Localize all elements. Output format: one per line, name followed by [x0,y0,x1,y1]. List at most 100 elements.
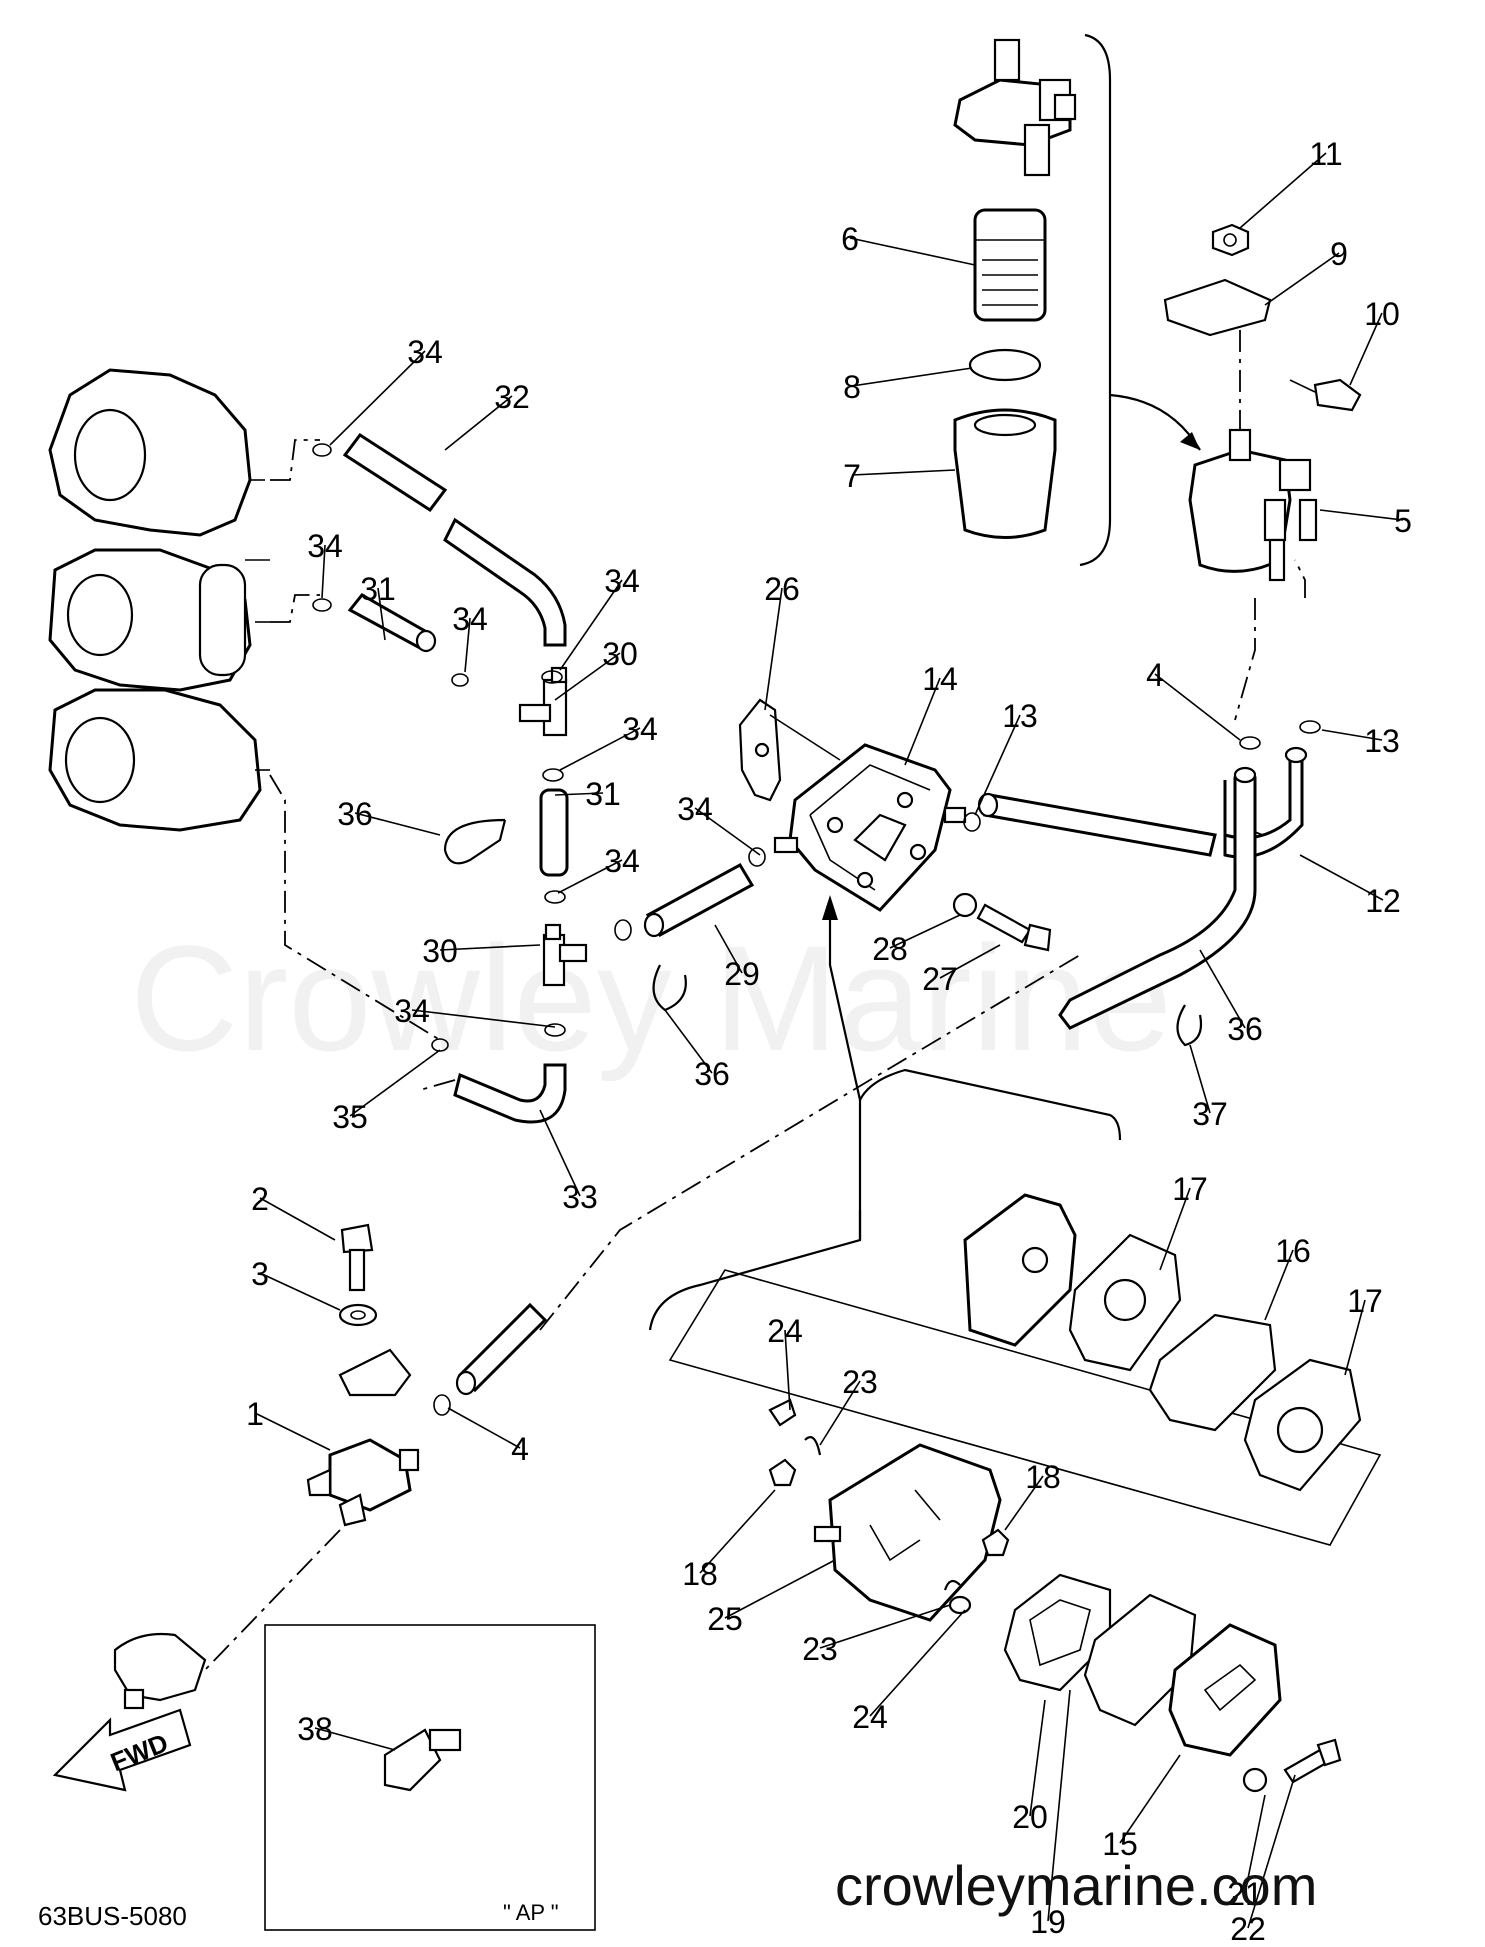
hose-clamps-34 [312,443,766,1052]
callout-10: 10 [1364,296,1400,332]
callout-25: 25 [707,1601,743,1637]
callout-17: 17 [1172,1171,1208,1207]
bolt-27 [976,903,1052,952]
clamp-38 [338,1348,412,1397]
callout-36: 36 [337,796,373,832]
callout-9: 9 [1330,236,1348,272]
callout-leader-18 [1004,1475,1044,1531]
callout-31: 31 [585,776,621,812]
callout-leader-6 [849,237,976,266]
callout-leader-34 [329,350,426,446]
callout-34: 34 [604,563,640,599]
assembly-leader-lines [204,330,1306,1671]
filter-cup-7 [953,408,1057,539]
gasket-17-upper [1068,1233,1182,1372]
callout-leader-34 [557,859,623,894]
callout-leader-25 [724,1559,836,1619]
callout-5: 5 [1394,503,1412,539]
callout-27: 27 [922,961,958,997]
carburetor-assembly [48,368,270,832]
callout-31: 31 [360,571,396,607]
callout-34: 34 [677,791,713,827]
callout-19: 19 [1030,1904,1066,1940]
callout-32: 32 [494,379,530,415]
hose-31-upper [347,593,437,653]
callout-33: 33 [562,1179,598,1215]
callout-leader-31 [377,587,386,641]
callout-leader-23 [819,1380,861,1446]
callout-13: 13 [1002,698,1038,734]
hose-31-lower [539,788,569,877]
callout-7: 7 [843,458,861,494]
filter-bracket-brace [1079,33,1201,567]
callout-20: 20 [1012,1799,1048,1835]
callout-21: 21 [1227,1876,1263,1912]
fuel-filter-assembly-5 [1188,428,1318,582]
callout-34: 34 [394,993,430,1029]
callout-leader-12 [1299,854,1384,901]
hose-35 [1058,766,1257,1030]
callout-4: 4 [511,1431,529,1467]
clamps-4-13-filter [1239,720,1321,750]
nut-11 [1211,223,1250,257]
callout-leader-37 [1189,1044,1211,1114]
callout-18: 18 [682,1556,718,1592]
callout-leader-24 [869,1609,966,1717]
callout-leader-32 [444,395,513,451]
callout-leader-15 [1119,1754,1181,1844]
pump-cover-top [963,1193,1077,1347]
callout-18: 18 [1025,1459,1061,1495]
callout-leader-4 [1154,673,1241,741]
callout-23: 23 [842,1364,878,1400]
callout-34: 34 [604,843,640,879]
filter-element-6 [973,208,1047,322]
callout-leader-17 [1344,1299,1366,1376]
callout-leader-16 [1264,1249,1294,1321]
callout-26: 26 [764,571,800,607]
callout-leader-34 [411,1009,556,1028]
bolt-10 [1289,378,1362,412]
tee-fitting-30-lower [542,923,588,987]
callout-leader-23 [819,1604,951,1649]
hose-29 [643,862,755,938]
hose-inlet [455,1302,548,1396]
callout-11: 11 [1309,136,1342,172]
callout-38: 38 [297,1711,333,1747]
callout-34: 34 [307,528,343,564]
callout-29: 29 [724,956,760,992]
callout-leader-7 [851,469,956,476]
callout-leader-3 [259,1272,341,1311]
callout-leader-34 [694,807,761,856]
callout-leader-19 [1047,1689,1071,1922]
callout-leader-5 [1319,509,1404,521]
callout-leader-35 [349,1049,441,1117]
callout-leader-31 [554,792,604,796]
callout-leader-34 [559,727,641,771]
callout-36: 36 [694,1056,730,1092]
callout-leader-34 [321,544,326,599]
ap-label: " AP " [503,1900,559,1925]
callout-leader-36 [1199,949,1246,1029]
callout-leader-10 [1349,312,1383,386]
callout-leader-30 [439,944,541,951]
callout-1: 1 [246,1396,264,1432]
callout-34: 34 [622,711,658,747]
callout-leader-28 [889,914,961,949]
gasket-20 [1003,1573,1112,1692]
callout-15: 15 [1102,1826,1138,1862]
callout-leader-1 [254,1412,331,1451]
callout-leader-38 [314,1727,396,1751]
callout-35: 35 [332,1099,368,1135]
callout-24: 24 [852,1699,888,1735]
washer-28 [952,892,978,918]
pump-cover-15 [1168,1623,1282,1757]
callout-22: 22 [1230,1911,1266,1947]
tee-fitting-30-upper [518,666,568,737]
o-ring-8 [968,348,1042,382]
hose-33 [453,1063,567,1124]
callout-30: 30 [422,933,458,969]
fwd-arrow [52,1708,192,1792]
fuel-connector-1 [306,1438,420,1527]
callout-8: 8 [843,369,861,405]
